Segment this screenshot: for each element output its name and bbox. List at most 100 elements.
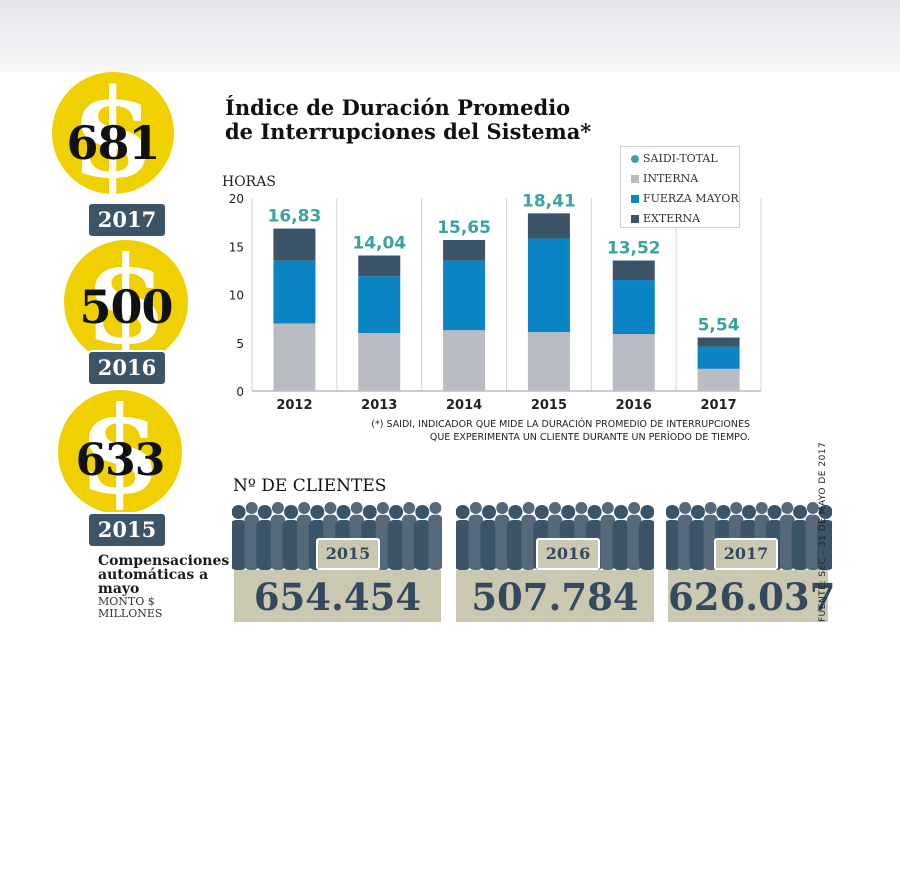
client-year-tag: 2017 — [714, 538, 778, 570]
compensation-caption: Compensaciones automáticas a mayo MONTO … — [98, 553, 230, 620]
total-label: 15,65 — [437, 218, 491, 238]
y-axis-label: HORAS — [222, 174, 276, 190]
bar-segment — [697, 346, 740, 369]
dollar-icon: $ — [70, 72, 156, 194]
legend-item: FUERZA MAYOR — [631, 192, 739, 205]
legend-swatch-fuerza — [631, 195, 639, 203]
legend-label: INTERNA — [643, 172, 699, 185]
coin-2016: $ 500 — [64, 240, 188, 364]
legend-swatch-saidi — [631, 155, 639, 163]
bar-segment — [612, 260, 655, 281]
person-icon — [689, 505, 707, 570]
client-count: 626.037 — [668, 570, 835, 622]
person-icon — [232, 505, 248, 570]
legend-item: INTERNA — [631, 172, 698, 185]
person-icon — [666, 505, 681, 570]
person-icon — [270, 502, 286, 570]
legend-swatch-externa — [631, 215, 639, 223]
footnote-line1: (*) SAIDI, INDICADOR QUE MIDE LA DURACIÓ… — [371, 419, 750, 430]
y-tick-label: 0 — [236, 385, 244, 399]
person-icon — [480, 505, 498, 570]
bar-segment — [697, 337, 740, 347]
person-icon — [600, 502, 616, 570]
legend-swatch-interna — [631, 175, 639, 183]
person-icon — [456, 505, 472, 570]
crowd-icon — [232, 502, 442, 570]
chart-footnote: (*) SAIDI, INDICADOR QUE MIDE LA DURACIÓ… — [300, 418, 750, 444]
compensation-amount: 681 — [66, 116, 160, 170]
person-icon — [521, 502, 536, 570]
person-icon — [791, 505, 809, 570]
compensation-amount: 633 — [75, 435, 166, 486]
person-icon — [506, 505, 524, 570]
coin-2015: $ 633 — [58, 390, 182, 514]
total-label: 5,54 — [698, 316, 740, 336]
chart-title-line1: Índice de Duración Promedio — [225, 95, 571, 120]
bar-segment — [527, 332, 570, 391]
bar-segment — [358, 276, 401, 334]
bar-segment — [443, 260, 486, 331]
person-icon — [387, 505, 405, 570]
bar-segment — [527, 213, 570, 239]
person-icon — [282, 505, 300, 570]
crowd-icon — [456, 502, 654, 570]
compensation-amount: 500 — [79, 280, 173, 334]
coin-2017: $ 681 — [52, 72, 174, 194]
bar-segment — [273, 228, 316, 261]
chart-title: Índice de Duración Promedio de Interrupc… — [225, 96, 591, 144]
legend-item: SAIDI-TOTAL — [631, 152, 718, 165]
legend-item: EXTERNA — [631, 212, 700, 225]
bar-segment — [612, 280, 655, 335]
bar-segment — [527, 238, 570, 333]
y-tick-label: 15 — [229, 240, 244, 254]
coin-year-label: 2017 — [87, 202, 167, 238]
bar-segment — [612, 334, 655, 391]
caption-subtitle: MONTO $ MILLONES — [98, 595, 163, 620]
x-tick-label: 2014 — [446, 398, 482, 413]
x-tick-label: 2017 — [700, 398, 736, 413]
header-band — [0, 0, 900, 72]
person-icon — [780, 502, 795, 570]
x-tick-label: 2013 — [361, 398, 397, 413]
person-icon — [244, 502, 259, 570]
total-label: 16,83 — [268, 207, 322, 227]
x-tick-label: 2015 — [531, 398, 567, 413]
person-icon — [401, 502, 417, 570]
person-icon — [494, 502, 510, 570]
clients-title: Nº DE CLIENTES — [233, 476, 387, 496]
coin-year-label: 2015 — [87, 512, 167, 548]
person-icon — [296, 502, 312, 570]
bar-segment — [273, 260, 316, 324]
source-credit: FUENTE: SEC - 31 DE MAYO DE 2017 — [818, 441, 828, 622]
bar-segment — [358, 333, 401, 391]
bar-segment — [273, 323, 316, 391]
person-icon — [468, 502, 484, 570]
footnote-line2: QUE EXPERIMENTA UN CLIENTE DURANTE UN PE… — [429, 432, 750, 443]
bar-segment — [358, 255, 401, 277]
person-icon — [428, 502, 442, 570]
client-year-tag: 2016 — [536, 538, 600, 570]
person-icon — [677, 502, 693, 570]
coin-year-label: 2016 — [87, 350, 167, 386]
total-label: 13,52 — [607, 239, 661, 259]
bar-segment — [443, 330, 486, 391]
x-tick-label: 2016 — [616, 398, 652, 413]
x-tick-label: 2012 — [276, 398, 312, 413]
chart-legend: SAIDI-TOTAL INTERNA FUERZA MAYOR EXTERNA — [620, 146, 740, 228]
legend-label: EXTERNA — [643, 212, 701, 225]
bar-segment — [443, 239, 486, 261]
caption-title: Compensaciones automáticas a mayo — [98, 553, 230, 597]
total-label: 18,41 — [522, 191, 576, 211]
dollar-icon: $ — [84, 240, 168, 364]
person-icon — [612, 505, 630, 570]
person-icon — [638, 505, 654, 570]
client-count: 654.454 — [234, 570, 441, 622]
person-icon — [805, 502, 821, 570]
person-icon — [256, 505, 274, 570]
dollar-icon: $ — [78, 390, 162, 514]
client-count: 507.784 — [456, 570, 654, 622]
person-icon — [626, 502, 642, 570]
legend-label: FUERZA MAYOR — [643, 192, 739, 205]
bar-segment — [697, 368, 740, 391]
